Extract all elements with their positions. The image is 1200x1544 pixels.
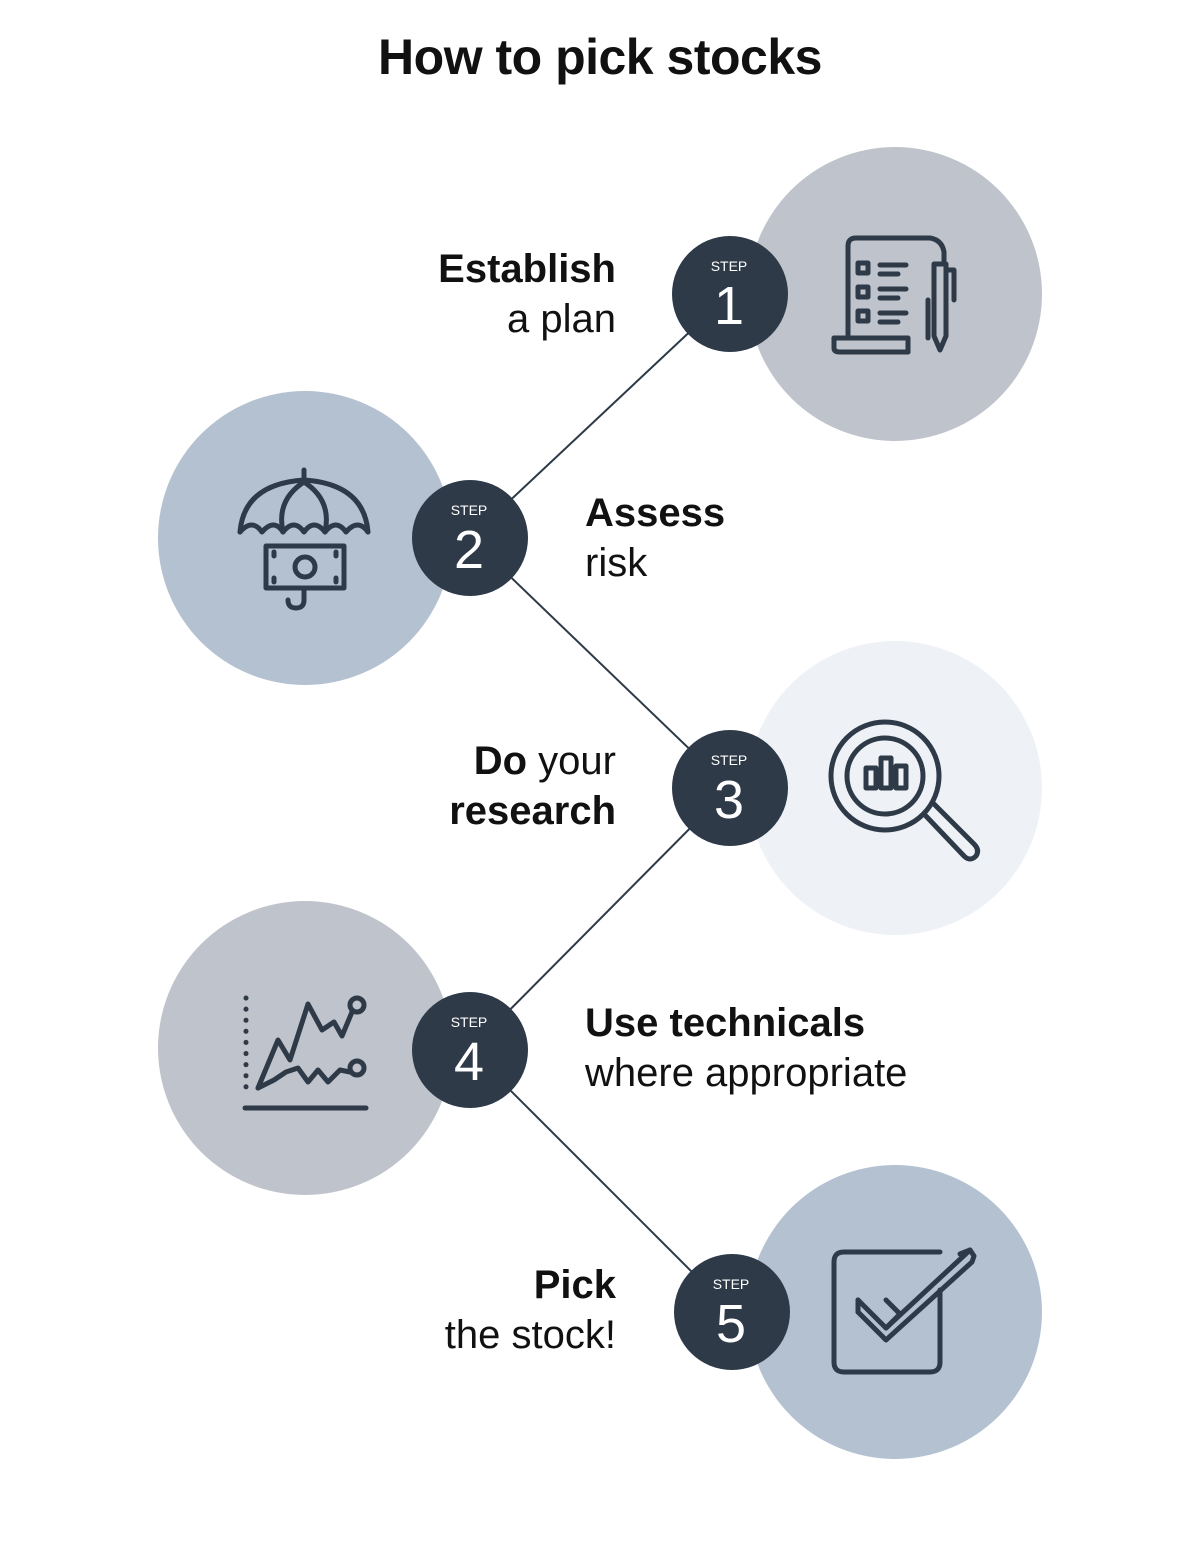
step-2-circle: [158, 391, 452, 685]
magnifier-chart-icon: [828, 719, 981, 862]
step-5-badge: STEP 5: [674, 1254, 790, 1370]
step-3-title-regular: your: [527, 739, 616, 783]
step-5-title: Pick: [533, 1263, 616, 1307]
step-2-subtitle: risk: [585, 541, 648, 585]
step-2-number: 2: [454, 520, 484, 580]
connector-line-4-5: [469, 1049, 733, 1313]
step-5-label: Pick the stock!: [445, 1260, 616, 1360]
step-1-title: Establish: [438, 247, 616, 291]
step-3-number: 3: [714, 770, 744, 830]
step-1-word: STEP: [711, 258, 748, 274]
umbrella-money-icon: [237, 467, 371, 611]
step-4-circle: [158, 901, 452, 1195]
step-2-label: Assess risk: [585, 488, 725, 588]
step-4-title: Use technicals: [585, 1001, 866, 1045]
connector-line-2-3: [469, 537, 731, 789]
step-4-number: 4: [454, 1032, 484, 1092]
document-pen-icon: [831, 235, 957, 355]
step-3-badge: STEP 3: [672, 730, 788, 846]
step-5-word: STEP: [713, 1276, 750, 1292]
connector-line-1-2: [469, 293, 731, 539]
step-1-badge: STEP 1: [672, 236, 788, 352]
page-title: How to pick stocks: [378, 29, 822, 85]
step-1-circle: [748, 147, 1042, 441]
step-5-subtitle: the stock!: [444, 1313, 616, 1357]
step-3-title-bold: Do: [473, 739, 528, 783]
step-1-subtitle: a plan: [507, 297, 616, 341]
step-1-label: Establish a plan: [438, 244, 616, 344]
step-1-number: 1: [714, 276, 744, 336]
step-2-word: STEP: [451, 502, 488, 518]
step-5-number: 5: [716, 1294, 746, 1354]
step-4-badge: STEP 4: [412, 992, 528, 1108]
line-chart-icon: [242, 995, 369, 1111]
step-2-title: Assess: [585, 491, 726, 535]
step-4-word: STEP: [451, 1014, 488, 1030]
step-4-subtitle: where appropriate: [585, 1051, 908, 1095]
step-3-label: Do your research: [449, 736, 616, 836]
step-3-subtitle: research: [449, 789, 616, 833]
step-3-word: STEP: [711, 752, 748, 768]
checkbox-icon: [831, 1247, 977, 1375]
step-4-label: Use technicals where appropriate: [585, 998, 907, 1098]
step-2-badge: STEP 2: [412, 480, 528, 596]
connector-line-3-4: [469, 787, 731, 1051]
